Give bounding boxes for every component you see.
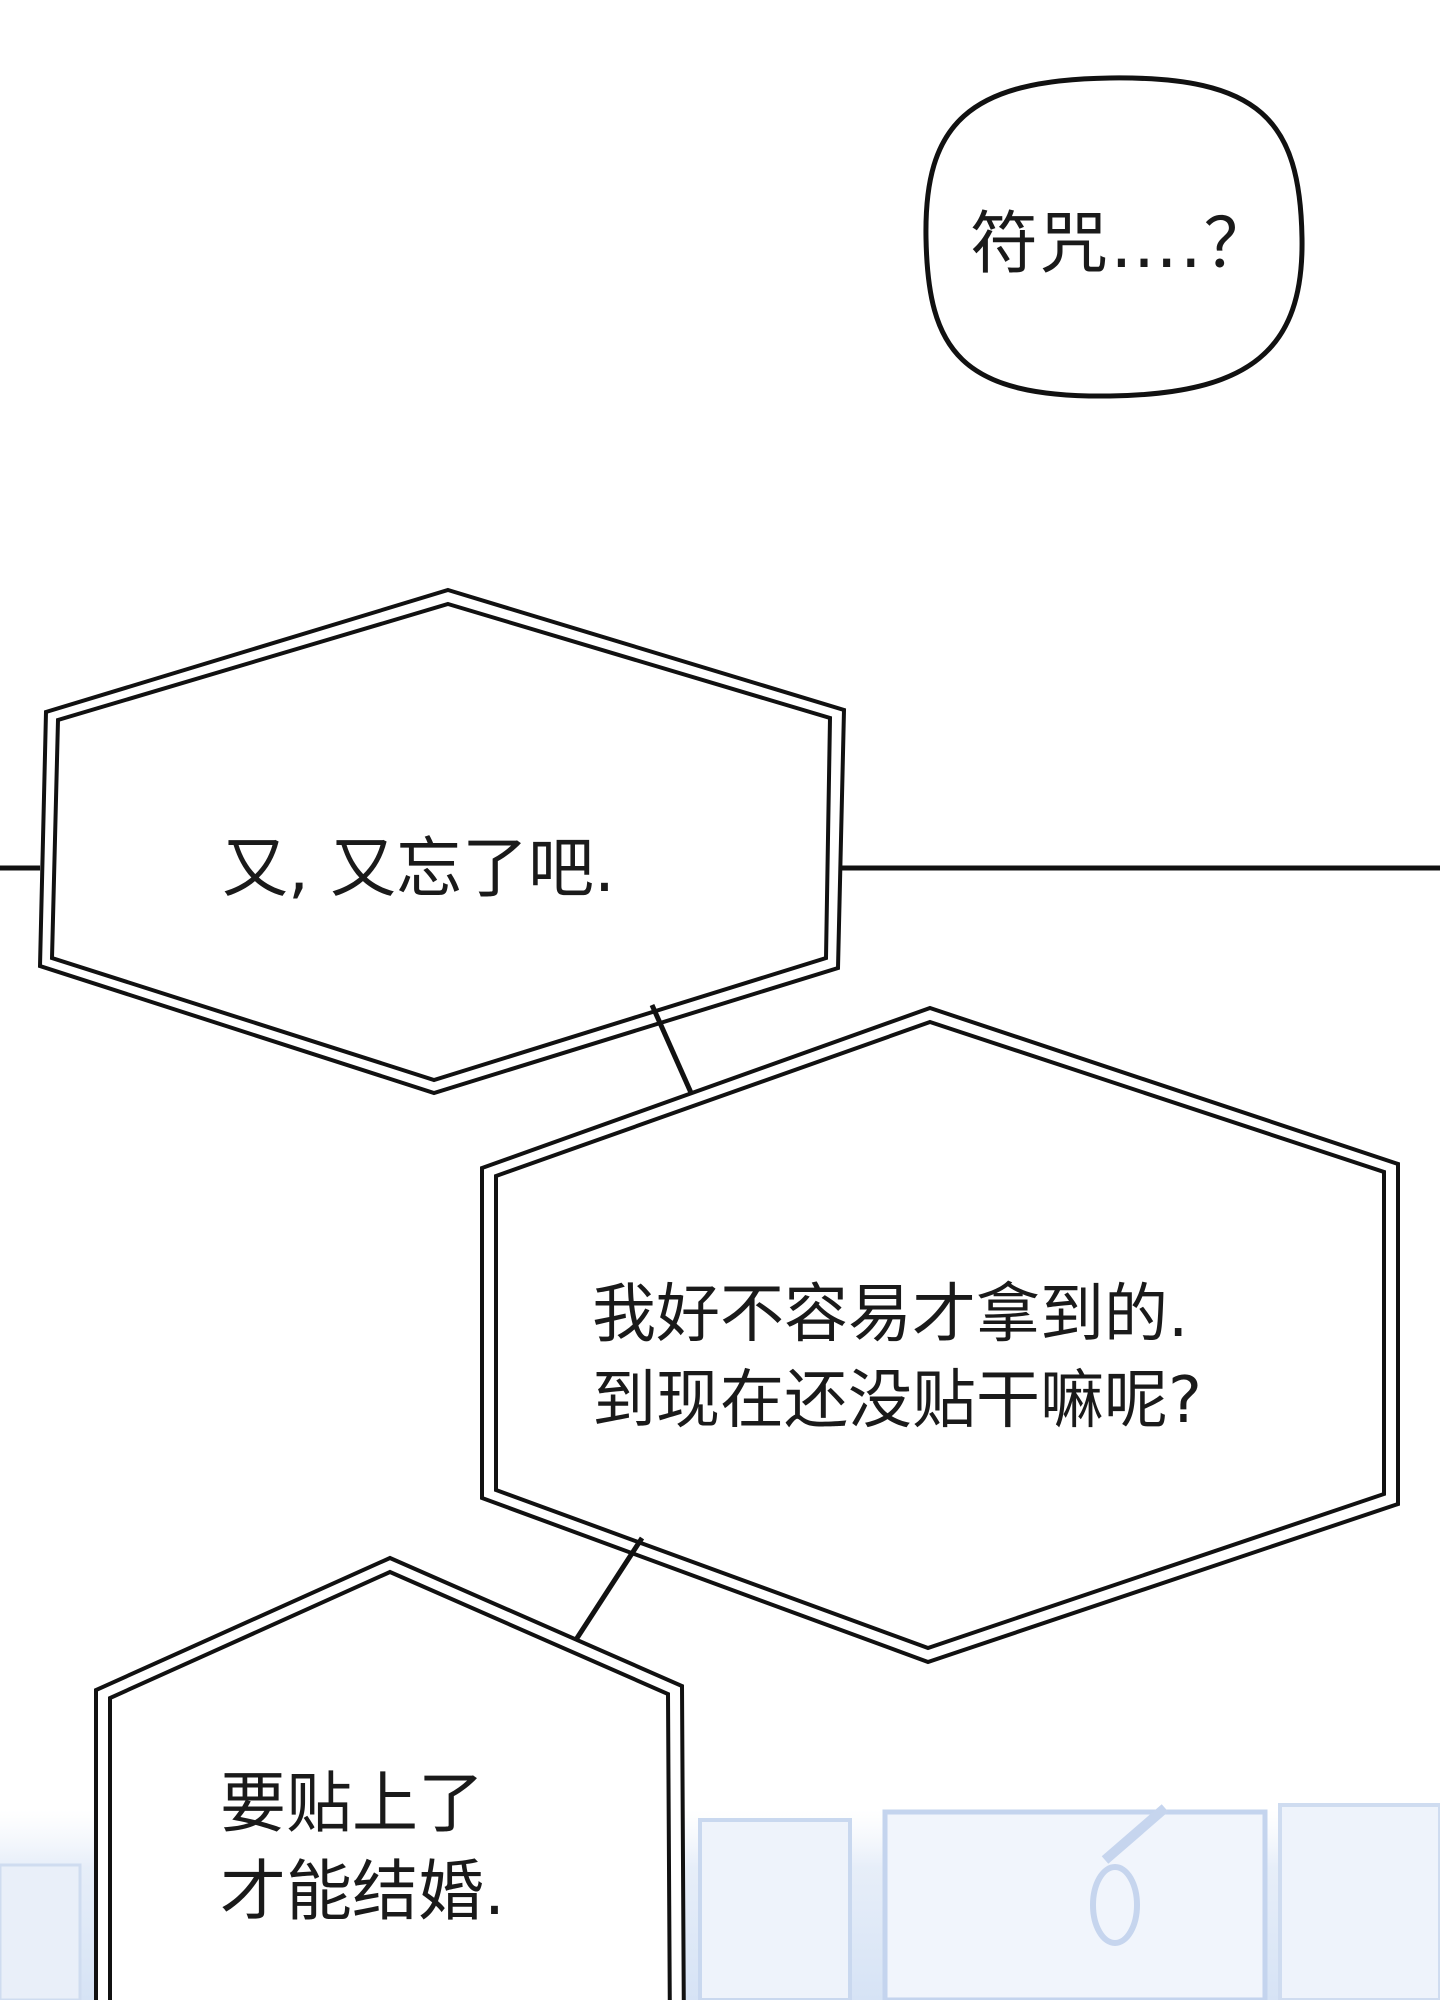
bubble-2-text: 又, 又忘了吧. xyxy=(222,815,615,911)
background-scenery xyxy=(0,1803,1440,2000)
bubble-1-text: 符咒….？ xyxy=(970,188,1274,287)
bubble-3-text: 我好不容易才拿到的. 到现在还没贴干嘛呢? xyxy=(592,1272,1202,1444)
bubble-3-line-1: 我好不容易才拿到的. xyxy=(592,1278,1189,1352)
speech-bubble-round xyxy=(923,75,1305,399)
bubble-4-line-2: 才能结婚. xyxy=(220,1853,505,1930)
bubble-1-line-1: 符咒….？ xyxy=(970,205,1274,284)
speech-bubble-hex-3 xyxy=(94,1555,686,2000)
speech-bubble-hex-2 xyxy=(480,1005,1400,1665)
bubble-4-text: 要贴上了 才能结婚. xyxy=(220,1760,505,1936)
bubble-connector-2 xyxy=(565,1536,645,1654)
bubble-3-line-2: 到现在还没贴干嘛呢? xyxy=(592,1364,1202,1438)
bubble-4-line-1: 要贴上了 xyxy=(220,1765,484,1842)
speech-bubble-hex-1 xyxy=(37,587,847,1096)
bubble-2-line-1: 又, 又忘了吧. xyxy=(222,830,615,907)
